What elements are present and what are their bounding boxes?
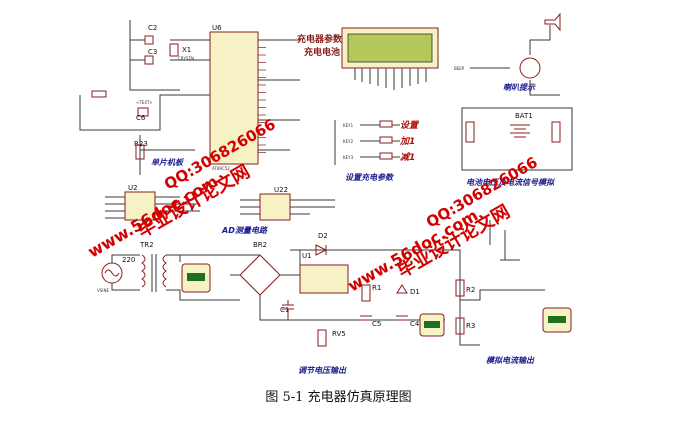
resistor-r2 bbox=[455, 279, 465, 297]
capacitor-c6 bbox=[137, 107, 149, 117]
regulator-u1 bbox=[299, 264, 349, 294]
pot-rv5 bbox=[317, 329, 327, 347]
block-voltage-label: 调节电压输出 bbox=[298, 366, 347, 375]
label-c1: C1 bbox=[280, 306, 289, 314]
key2-label: 加1 bbox=[399, 136, 415, 147]
crystal-x1 bbox=[169, 43, 179, 57]
pot-right bbox=[551, 121, 561, 143]
key3-switch bbox=[379, 152, 393, 160]
battery-frame bbox=[461, 107, 573, 171]
speaker-icon bbox=[544, 12, 561, 32]
label-r2: R2 bbox=[466, 286, 475, 294]
label-u2: U2 bbox=[128, 184, 138, 192]
reset-switch bbox=[91, 90, 107, 98]
block-mcu-label: 单片机板 bbox=[151, 158, 185, 167]
mcu-chip bbox=[209, 31, 259, 165]
label-r1: R1 bbox=[372, 284, 381, 292]
current-section: R2 R3 模拟电流输出 bbox=[445, 220, 572, 365]
lcd-label-line2: 充电电池 bbox=[304, 46, 340, 58]
label-bat1: BAT1 bbox=[515, 112, 533, 120]
label-vsine: VSINE bbox=[97, 288, 109, 293]
label-c6: C6 bbox=[136, 114, 146, 122]
block-current-label: 模拟电流输出 bbox=[486, 356, 535, 365]
label-x1: X1 bbox=[182, 46, 191, 54]
ammeter-display bbox=[548, 316, 566, 323]
label-c2: C2 bbox=[148, 24, 157, 32]
label-u22: U22 bbox=[274, 186, 288, 194]
power-section: 220 VSINE TR2 BR2 D2 U1 C1 RV5 调节电压输出 R1… bbox=[97, 232, 445, 375]
adc-u2 bbox=[124, 191, 156, 221]
key3-label: 减1 bbox=[400, 152, 415, 163]
label-r23: R23 bbox=[134, 140, 148, 148]
capacitor-c2 bbox=[144, 35, 154, 45]
mcu-part: AT89C52 bbox=[212, 166, 230, 171]
pot-left bbox=[465, 121, 475, 143]
key2-id: KEY2 bbox=[343, 139, 354, 144]
label-tr2: TR2 bbox=[139, 241, 154, 249]
key2-switch bbox=[379, 136, 393, 144]
mcu-section: C2 C3 X1 CRYSTAL C6 <TEXT> R23 单片机板 U6 A… bbox=[79, 20, 300, 175]
label-c3: C3 bbox=[148, 48, 157, 56]
mcu-pin-stubs bbox=[258, 39, 266, 153]
key1-id: KEY1 bbox=[343, 123, 354, 128]
label-c6-text: <TEXT> bbox=[136, 100, 153, 105]
diode-d1 bbox=[396, 284, 408, 294]
battery-section: BAT1 电池电压及电流信号模拟 bbox=[461, 107, 573, 187]
block-buzzer-label: 喇叭提示 bbox=[503, 83, 536, 92]
label-crystal: CRYSTAL bbox=[178, 56, 196, 61]
label-d2: D2 bbox=[318, 232, 328, 240]
label-br2: BR2 bbox=[253, 241, 267, 249]
label-c4: C4 bbox=[410, 320, 420, 328]
mcu-ref: U6 bbox=[212, 24, 222, 32]
diode-d2 bbox=[315, 244, 328, 256]
keys-section: KEY1 设置 KEY2 加1 KEY3 减1 设置充电参数 bbox=[334, 120, 420, 182]
label-beep: BEEP bbox=[454, 66, 465, 71]
resistor-r3 bbox=[455, 317, 465, 335]
ad-section: U2 U22 AD测量电路 bbox=[105, 184, 335, 235]
figure-caption: 图 5-1 充电器仿真原理图 bbox=[265, 390, 412, 405]
label-c5: C5 bbox=[372, 320, 381, 328]
label-src-val: 220 bbox=[122, 256, 135, 264]
bridge-rectifier bbox=[239, 254, 281, 296]
key1-label: 设置 bbox=[400, 120, 420, 131]
watermark-url-2: www.56doc.com bbox=[345, 206, 482, 296]
lcd-screen bbox=[347, 33, 433, 63]
lcd-label-line1: 充电器参数 bbox=[297, 33, 343, 45]
voltmeter-display bbox=[187, 273, 205, 281]
label-d1: D1 bbox=[410, 288, 420, 296]
label-rv5: RV5 bbox=[332, 330, 346, 338]
resistor-r23 bbox=[135, 144, 145, 160]
key3-id: KEY3 bbox=[343, 155, 354, 160]
block-settings-label: 设置充电参数 bbox=[345, 173, 395, 182]
key1-switch bbox=[379, 120, 393, 128]
block-battery-label: 电池电压及电流信号模拟 bbox=[466, 178, 555, 187]
label-r3: R3 bbox=[466, 322, 475, 330]
lcd-section: 充电器参数 充电电池 bbox=[297, 27, 439, 90]
label-u1: U1 bbox=[302, 252, 312, 260]
dc-voltmeter-display bbox=[424, 321, 440, 328]
block-ad-label: AD测量电路 bbox=[221, 226, 268, 235]
buzzer-transistor bbox=[519, 57, 541, 79]
capacitor-c3 bbox=[144, 55, 154, 65]
resistor-r1 bbox=[361, 284, 371, 302]
adc-u22 bbox=[259, 193, 291, 221]
buzzer-section: BEEP 喇叭提示 bbox=[454, 12, 561, 96]
